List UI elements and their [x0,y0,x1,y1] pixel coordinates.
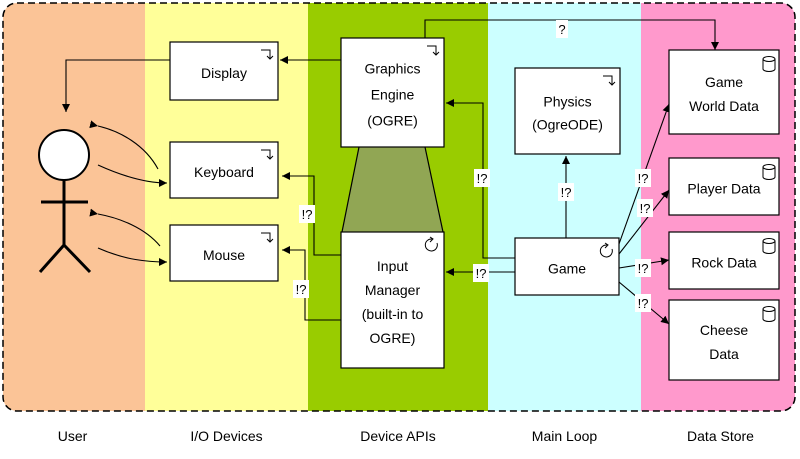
label-input-keyboard: !? [299,205,315,223]
call-icon [261,49,274,60]
physics-label-line: Physics [543,94,591,110]
database-icon [762,56,776,72]
call-icon [603,75,616,86]
loop-icon [599,242,613,258]
ogre-internal-link [341,146,444,233]
label-game-physics: !? [558,183,574,201]
label-unknown-gameworld: ? [556,20,568,38]
gameworld-label-line: World Data [689,98,759,114]
label-game-rock: !? [635,259,651,277]
label-input-mouse: !? [293,280,309,298]
call-icon [261,232,274,243]
gameworld-label-line: Game [705,74,743,90]
database-icon [762,306,776,322]
label-game-player: !? [637,199,653,217]
connectors [62,19,719,325]
input-label-line: OGRE) [370,330,416,346]
edge-labels: ?!?!?!?!?!?!?!?!?!? [293,20,653,312]
mouse-label-line: Mouse [203,247,245,263]
display-box: Display [169,41,279,101]
label-game-cheese: !? [635,294,651,312]
physics-label-line: (OgreODE) [532,117,603,133]
label-game-graphics: !? [474,169,490,187]
database-icon [762,238,776,254]
call-icon [261,149,274,160]
svg-text:!?: !? [561,185,572,200]
rock-box: Rock Data [668,231,780,290]
physics-box: Physics (OgreODE) [514,67,621,155]
svg-text:?: ? [558,22,565,37]
input-label-line: (built-in to [362,306,424,322]
lane-label-user: User [57,428,88,444]
mouse-box: Mouse [169,224,279,282]
cheese-label-line: Cheese [700,322,748,338]
lane-label-device-apis: Device APIs [360,428,436,444]
cheese-label-line: Data [709,346,739,362]
svg-text:!?: !? [302,207,313,222]
svg-text:!?: !? [296,282,307,297]
database-icon [762,164,776,180]
player-label-line: Player Data [687,181,760,197]
label-game-gameworld: !? [635,169,651,187]
lane-main-loop [488,3,641,411]
svg-text:!?: !? [638,296,649,311]
loop-icon [424,236,438,252]
input-label-line: Input [377,258,408,274]
input-label-line: Manager [365,282,421,298]
lane-label-io-devices: I/O Devices [190,428,263,444]
game-label-line: Game [548,261,586,277]
svg-text:!?: !? [640,201,651,216]
graphics-label-line: Graphics [364,61,420,77]
game-box: Game [514,237,620,296]
graphics-label-line: (OGRE) [367,113,418,129]
call-icon [427,45,440,56]
svg-text:!?: !? [477,171,488,186]
lane-label-data-store: Data Store [687,428,754,444]
label-game-input: !? [473,264,489,282]
graphics-label-line: Engine [371,87,415,103]
svg-text:!?: !? [638,261,649,276]
svg-text:!?: !? [476,266,487,281]
lane-label-main-loop: Main Loop [531,428,598,444]
rock-label-line: Rock Data [691,255,757,271]
user-stick-figure [38,129,92,274]
display-label-line: Display [201,65,247,81]
player-box: Player Data [668,157,780,216]
lane-user [3,3,145,411]
keyboard-box: Keyboard [169,141,279,199]
svg-text:!?: !? [638,171,649,186]
keyboard-label-line: Keyboard [194,164,254,180]
